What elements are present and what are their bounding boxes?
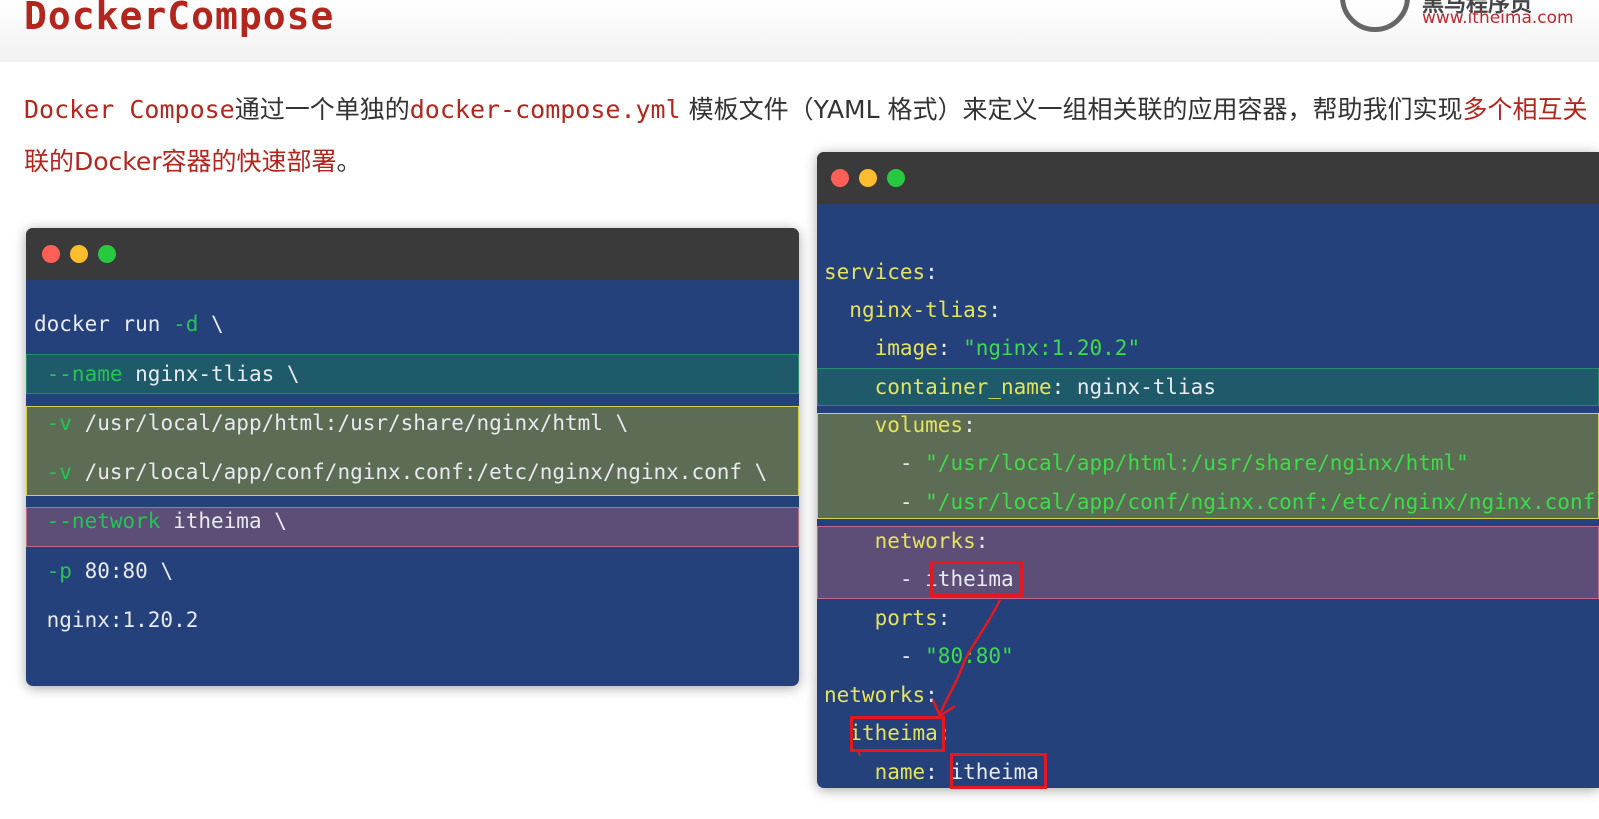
intro-text-2: 模板文件（YAML 格式）来定义一组相关联的应用容器，帮助我们实现 xyxy=(680,95,1463,124)
annotation-box-network-name xyxy=(950,753,1047,789)
code-line: --network itheima \ xyxy=(34,509,287,533)
code-line: -v /usr/local/app/conf/nginx.conf:/etc/n… xyxy=(34,460,768,484)
code-line: -p 80:80 \ xyxy=(34,559,174,583)
annotation-box-network-def xyxy=(850,716,945,752)
code-line: ports: xyxy=(874,606,951,630)
intro-paragraph: Docker Compose通过一个单独的docker-compose.yml … xyxy=(24,84,1594,188)
code-line: - "/usr/local/app/html:/usr/share/nginx/… xyxy=(824,451,1469,475)
code-line: nginx:1.20.2 xyxy=(34,608,199,632)
intro-text-3: 。 xyxy=(336,147,362,176)
code-line: container_name: nginx-tlias xyxy=(874,375,1216,399)
highlight-volumes xyxy=(817,413,1599,519)
close-dot-icon[interactable] xyxy=(831,169,849,187)
code-line: -v /usr/local/app/html:/usr/share/nginx/… xyxy=(34,411,629,435)
code-line: - "80:80" xyxy=(824,644,1014,668)
highlight-volumes xyxy=(26,406,799,496)
maximize-dot-icon[interactable] xyxy=(887,169,905,187)
highlight-network xyxy=(26,507,799,547)
code-line: volumes: xyxy=(874,413,976,437)
logo-url: www.itheima.com xyxy=(1422,8,1574,28)
intro-text-1: 通过一个单独的 xyxy=(234,95,410,124)
code-line: networks: xyxy=(824,683,938,707)
code-line: services: xyxy=(824,260,938,284)
intro-docker-compose: Docker Compose xyxy=(24,95,235,124)
page-title: DockerCompose xyxy=(24,0,335,38)
minimize-dot-icon[interactable] xyxy=(859,169,877,187)
intro-highlight: 多个相互关联的Docker容器的快速部署 xyxy=(24,95,1588,176)
code-line: networks: xyxy=(874,529,989,553)
highlight-name xyxy=(26,354,799,394)
logo-text: 黑马程序员 xyxy=(1422,0,1533,17)
intro-filename: docker-compose.yml xyxy=(409,95,681,124)
compose-yaml-window: services: nginx-tlias: image: "nginx:1.2… xyxy=(817,152,1599,788)
code-line: - itheima xyxy=(824,567,1014,591)
code-line: --name nginx-tlias \ xyxy=(34,362,300,386)
close-dot-icon[interactable] xyxy=(42,245,60,263)
code-line: nginx-tlias: xyxy=(849,298,1002,322)
window-titlebar xyxy=(26,228,799,280)
code-line: docker run -d \ xyxy=(34,312,224,336)
annotation-box-network-ref xyxy=(930,561,1023,597)
code-line: - "/usr/local/app/conf/nginx.conf:/etc/n… xyxy=(824,490,1599,514)
highlight-container-name xyxy=(817,368,1599,406)
window-titlebar xyxy=(817,152,1599,204)
docker-run-window: docker run -d \ --name nginx-tlias \ -v … xyxy=(26,228,799,686)
maximize-dot-icon[interactable] xyxy=(98,245,116,263)
minimize-dot-icon[interactable] xyxy=(70,245,88,263)
docker-run-code: docker run -d \ --name nginx-tlias \ -v … xyxy=(26,280,799,632)
header-bar xyxy=(0,0,1599,62)
code-line: name: itheima xyxy=(874,760,1039,784)
code-line: image: "nginx:1.20.2" xyxy=(874,336,1141,360)
compose-yaml-code: services: nginx-tlias: image: "nginx:1.2… xyxy=(817,204,1599,784)
